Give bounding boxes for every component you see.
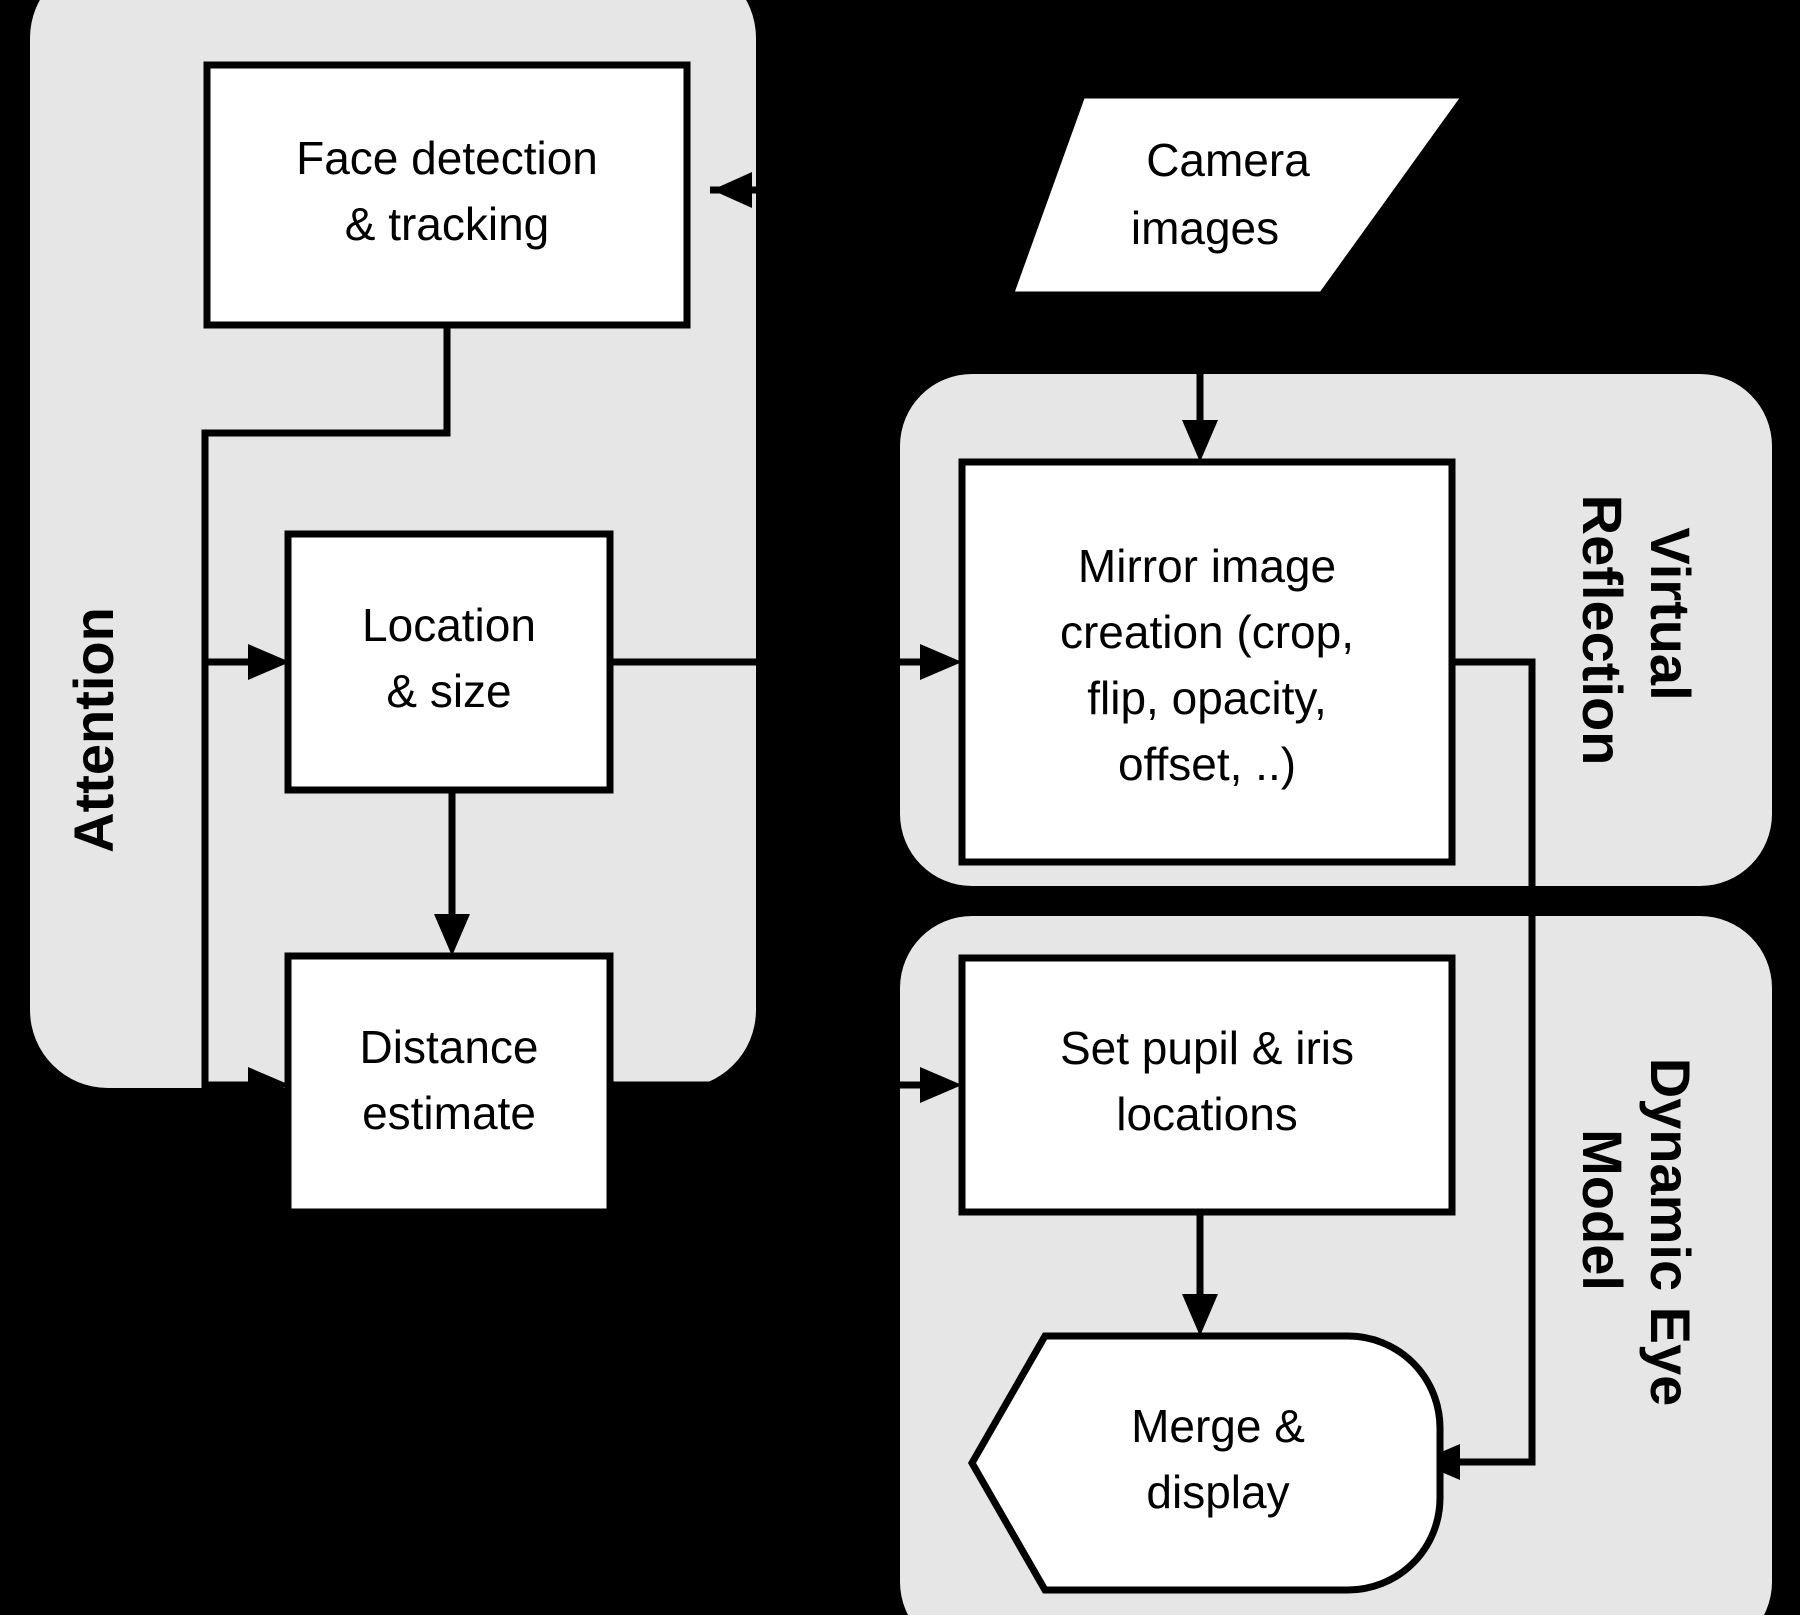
edge-location-size-to-mirror-image xyxy=(610,644,962,680)
node-distance-estimate[interactable]: Distance estimate xyxy=(284,952,614,1216)
node-merge-display-shape[interactable] xyxy=(967,1332,1444,1594)
node-distance-estimate-box[interactable] xyxy=(284,952,614,1216)
node-distance-estimate-label-line2: estimate xyxy=(362,1087,536,1139)
panel-attention-label: Attention xyxy=(62,607,125,853)
node-camera-images-label-line2: images xyxy=(1131,202,1279,254)
edge-camera-to-mirror-image xyxy=(1182,295,1218,462)
arrowhead-camera-to-face-detection xyxy=(712,172,752,208)
node-merge-display-label-line1: Merge & xyxy=(1131,1400,1305,1452)
node-mirror-image[interactable]: Mirror image creation (crop, flip, opaci… xyxy=(958,458,1456,866)
node-location-size-label-line2: & size xyxy=(386,665,511,717)
edge-location-size-to-distance-estimate xyxy=(434,790,470,956)
node-mirror-image-label-line1: Mirror image xyxy=(1078,540,1336,592)
arrowhead-set-pupil-iris-to-merge-display xyxy=(1182,1294,1218,1336)
arrowhead-face-detection-to-location-size xyxy=(248,644,290,680)
edge-set-pupil-iris-to-merge-display xyxy=(1182,1212,1218,1336)
panel-dynamic-eye-model-label-line2: Model xyxy=(1571,1129,1634,1291)
panel-dynamic-eye-model-label-line1: Dynamic Eye xyxy=(1639,1058,1702,1407)
arrowhead-distance-estimate-to-set-pupil-iris xyxy=(920,1067,962,1103)
node-location-size[interactable]: Location & size xyxy=(284,530,614,794)
node-face-detection-box[interactable] xyxy=(203,61,691,329)
node-camera-images-parallelogram[interactable] xyxy=(1005,91,1473,299)
node-set-pupil-iris-label-line2: locations xyxy=(1116,1088,1298,1140)
panel-virtual-reflection-label-line2: Reflection xyxy=(1571,495,1634,766)
panel-virtual-reflection-label-line1: Virtual xyxy=(1639,527,1702,700)
edge-face-detection-to-distance-estimate xyxy=(201,433,290,1103)
node-camera-images-label-line1: Camera xyxy=(1146,134,1310,186)
node-mirror-image-label-line3: flip, opacity, xyxy=(1087,672,1326,724)
node-mirror-image-box[interactable] xyxy=(958,458,1456,866)
edge-distance-estimate-to-set-pupil-iris xyxy=(610,1067,962,1103)
node-distance-estimate-label-line1: Distance xyxy=(360,1021,539,1073)
arrowhead-face-detection-to-distance-estimate xyxy=(248,1067,290,1103)
arrowhead-location-size-to-mirror-image xyxy=(920,644,962,680)
node-location-size-label-line1: Location xyxy=(362,599,536,651)
node-mirror-image-label-line4: offset, ..) xyxy=(1118,738,1296,790)
node-set-pupil-iris-label-line1: Set pupil & iris xyxy=(1060,1022,1354,1074)
node-mirror-image-label-line2: creation (crop, xyxy=(1060,606,1354,658)
node-camera-images[interactable]: Camera images xyxy=(1005,91,1473,299)
node-merge-display[interactable]: Merge & display xyxy=(967,1332,1444,1594)
node-merge-display-label-line2: display xyxy=(1146,1466,1289,1518)
arrowhead-location-size-to-distance-estimate xyxy=(434,914,470,956)
arrowhead-camera-to-mirror-image xyxy=(1182,420,1218,462)
node-face-detection[interactable]: Face detection & tracking xyxy=(203,61,691,329)
node-set-pupil-iris[interactable]: Set pupil & iris locations xyxy=(958,954,1456,1216)
node-set-pupil-iris-box[interactable] xyxy=(958,954,1456,1216)
node-face-detection-label-line2: & tracking xyxy=(345,198,550,250)
node-location-size-box[interactable] xyxy=(284,530,614,794)
node-face-detection-label-line1: Face detection xyxy=(296,132,598,184)
